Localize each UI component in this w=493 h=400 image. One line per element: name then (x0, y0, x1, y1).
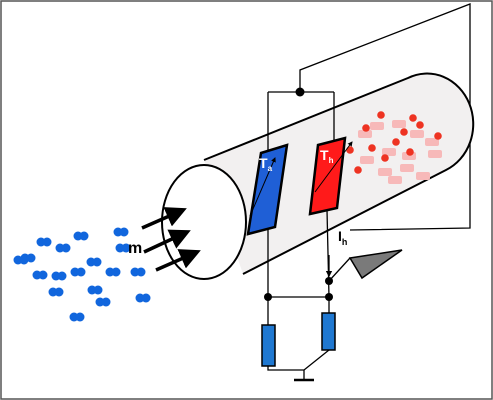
cold-particles (13, 227, 151, 322)
cold-particle (75, 312, 85, 322)
hot-particle (416, 121, 424, 129)
junction-dot-amp (325, 277, 333, 285)
junction-dot-top (295, 87, 305, 97)
hot-particle (346, 146, 354, 154)
hot-particle-faint (360, 156, 374, 164)
hot-particle (377, 111, 385, 119)
hot-particle-faint (392, 120, 406, 128)
hot-particle (400, 128, 408, 136)
cold-particle (111, 267, 121, 277)
hot-particle (434, 132, 442, 140)
cold-particle (38, 270, 48, 280)
hot-particle (381, 154, 389, 162)
cold-particle (121, 243, 131, 253)
hot-particle-faint (400, 164, 414, 172)
ambient-temperature-sensor: Ta (246, 143, 289, 236)
cold-particle (57, 271, 67, 281)
hot-particle-faint (370, 122, 384, 130)
cold-particle (42, 237, 52, 247)
cold-particle (19, 255, 29, 265)
cold-particle (141, 293, 151, 303)
hot-particle (406, 148, 414, 156)
hot-particle-faint (416, 172, 430, 180)
cold-particle (101, 297, 111, 307)
hot-particle-faint (378, 168, 392, 176)
hot-particle-faint (358, 130, 372, 138)
cold-particle (93, 285, 103, 295)
cold-particle (119, 227, 129, 237)
hot-particle-faint (388, 176, 402, 184)
bridge-resistor-right (321, 312, 336, 351)
cold-particle (26, 253, 36, 263)
cold-particle (61, 243, 71, 253)
hot-particle (392, 138, 400, 146)
hot-particle (368, 144, 376, 152)
hot-particle-faint (382, 148, 396, 156)
hot-particle-faint (410, 130, 424, 138)
mass-flow-label: m (128, 240, 142, 257)
heated-temperature-sensor: Th (308, 136, 353, 216)
amplifier-icon (348, 249, 403, 280)
ambient-sensor-label: Ta (259, 155, 273, 173)
flow-arrows (141, 207, 201, 272)
bridge-resistor-left (261, 324, 276, 367)
cold-particle (79, 231, 89, 241)
cold-particle (76, 267, 86, 277)
hot-particle-faint (428, 150, 442, 158)
heater-current-label: Ih (338, 228, 347, 247)
hot-particle (362, 124, 370, 132)
hot-particle-faint (425, 138, 439, 146)
cold-particle (92, 257, 102, 267)
junction-dot-right (325, 293, 333, 301)
hot-particle (354, 166, 362, 174)
junction-dot-left (264, 293, 272, 301)
hot-particle (409, 114, 417, 122)
cold-particle (54, 287, 64, 297)
heated-sensor-label: Th (320, 147, 334, 165)
cold-particle (136, 267, 146, 277)
